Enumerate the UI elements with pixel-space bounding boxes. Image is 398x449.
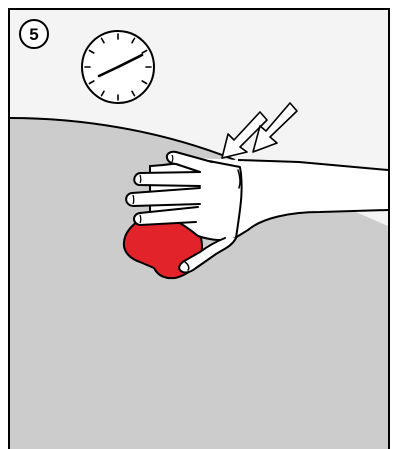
clock-icon [82, 31, 154, 103]
finger-middle [134, 172, 200, 186]
step-number-badge: 5 [19, 19, 49, 49]
